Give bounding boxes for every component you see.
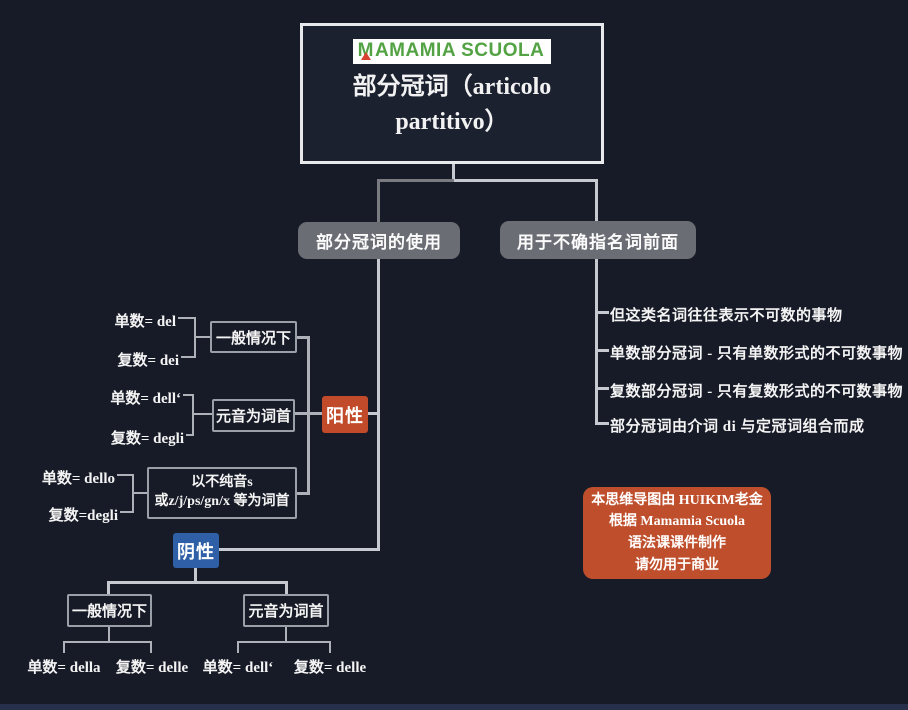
connector-line — [192, 394, 194, 436]
branch-usage-node[interactable]: 部分冠词的使用 — [298, 222, 460, 259]
connector-line — [186, 434, 192, 436]
connector-line — [63, 641, 65, 653]
logo-text: AMAMIA SCUOLA — [374, 40, 545, 61]
masc-vowel-label: 元音为词首 — [215, 408, 291, 425]
masc-impure-label: 以不纯音s 或z/j/ps/gn/x 等为词首 — [154, 475, 290, 509]
fem-vowel-singular[interactable]: 单数= dell‘ — [202, 660, 274, 676]
connector-line — [377, 179, 455, 182]
masc-vowel-box[interactable]: 元音为词首 — [212, 399, 295, 432]
connector-line — [132, 474, 134, 513]
connector-line — [107, 581, 288, 584]
connector-line — [595, 179, 598, 222]
connector-line — [183, 394, 192, 396]
connector-line — [63, 641, 152, 643]
connector-line — [377, 259, 380, 551]
mamamia-m-icon: M — [358, 40, 374, 62]
connector-line — [194, 317, 196, 358]
note-item-1[interactable]: 但这类名词往往表示不可数的事物 — [610, 308, 843, 324]
fem-vowel-label: 元音为词首 — [248, 603, 324, 620]
fem-general-plural[interactable]: 复数= delle — [115, 660, 189, 676]
fem-general-singular[interactable]: 单数= della — [27, 660, 101, 676]
connector-line — [181, 356, 194, 358]
fem-general-box[interactable]: 一般情况下 — [67, 594, 152, 627]
masc-vowel-singular[interactable]: 单数= dell‘ — [110, 391, 181, 407]
feminine-node[interactable]: 阴性 — [173, 533, 219, 568]
masc-impure-singular[interactable]: 单数= dello — [41, 471, 115, 487]
connector-line — [237, 641, 239, 653]
connector-line — [595, 259, 598, 425]
connector-line — [134, 492, 147, 494]
branch-indefinite-label: 用于不确指名词前面 — [517, 232, 679, 252]
connector-line — [237, 641, 331, 643]
connector-line — [219, 548, 379, 551]
connector-line — [452, 164, 455, 181]
masc-general-singular[interactable]: 单数= del — [114, 314, 176, 330]
connector-line — [329, 641, 331, 653]
connector-line — [196, 336, 210, 338]
attribution-line: 根据 Mamamia Scuola — [608, 514, 746, 530]
connector-line — [454, 179, 598, 182]
connector-line — [595, 349, 609, 352]
connector-line — [108, 627, 110, 642]
fem-vowel-box[interactable]: 元音为词首 — [243, 594, 329, 627]
connector-line — [368, 412, 377, 415]
connector-line — [285, 627, 287, 642]
root-title: 部分冠词（articolo partitivo） — [352, 74, 552, 135]
attribution-line: 请勿用于商业 — [635, 557, 719, 573]
branch-indefinite-node[interactable]: 用于不确指名词前面 — [500, 221, 696, 259]
masc-impure-box[interactable]: 以不纯音s 或z/j/ps/gn/x 等为词首 — [147, 467, 297, 519]
connector-line — [194, 413, 212, 415]
connector-line — [295, 412, 322, 415]
note-item-2[interactable]: 单数部分冠词 - 只有单数形式的不可数事物 — [610, 346, 903, 362]
connector-line — [107, 581, 110, 595]
feminine-label: 阴性 — [177, 541, 215, 562]
fem-general-label: 一般情况下 — [71, 603, 147, 620]
masc-impure-plural[interactable]: 复数=degli — [48, 508, 118, 524]
bottom-bar — [0, 704, 908, 710]
connector-line — [194, 568, 197, 583]
red-triangle-icon — [360, 52, 371, 60]
connector-line — [297, 336, 307, 339]
attribution-card[interactable]: 本思维导图由 HUIKIM老金 根据 Mamamia Scuola 语法课课件制… — [583, 487, 771, 579]
connector-line — [117, 474, 132, 476]
attribution-line: 本思维导图由 HUIKIM老金 — [591, 492, 763, 508]
connector-line — [285, 581, 288, 595]
note-item-3[interactable]: 复数部分冠词 - 只有复数形式的不可数事物 — [610, 384, 903, 400]
masc-general-box[interactable]: 一般情况下 — [210, 321, 297, 353]
connector-line — [297, 492, 307, 495]
connector-line — [150, 641, 152, 653]
connector-line — [178, 317, 194, 319]
connector-line — [120, 511, 132, 513]
masculine-node[interactable]: 阳性 — [322, 396, 368, 433]
connector-line — [307, 336, 310, 495]
masculine-label: 阳性 — [326, 405, 364, 426]
connector-line — [595, 422, 609, 425]
fem-vowel-plural[interactable]: 复数= delle — [293, 660, 367, 676]
masc-general-label: 一般情况下 — [215, 329, 291, 347]
branch-usage-label: 部分冠词的使用 — [316, 233, 442, 252]
masc-vowel-plural[interactable]: 复数= degli — [110, 431, 184, 447]
connector-line — [595, 387, 609, 390]
masc-general-plural[interactable]: 复数= dei — [117, 353, 179, 369]
attribution-line: 语法课课件制作 — [628, 536, 726, 551]
connector-line — [595, 311, 609, 314]
note-item-4[interactable]: 部分冠词由介词 di 与定冠词组合而成 — [610, 419, 865, 435]
connector-line — [377, 179, 380, 223]
